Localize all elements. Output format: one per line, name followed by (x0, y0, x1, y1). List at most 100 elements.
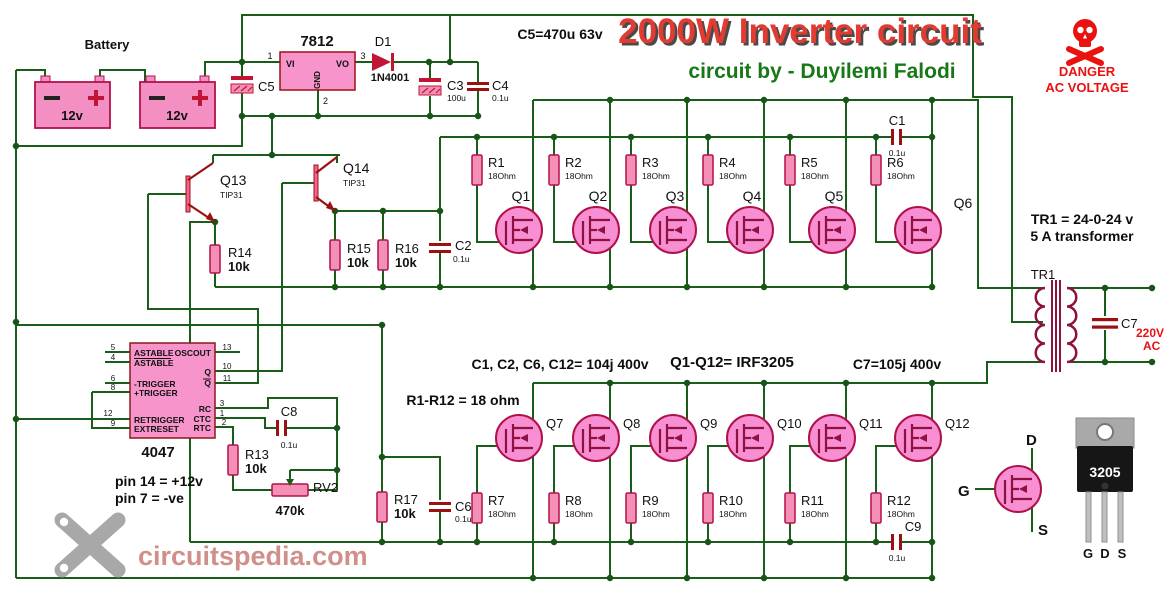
ic-pin-number: 5 (111, 343, 116, 352)
package-marking: 3205 (1089, 464, 1120, 480)
output-ac: AC (1143, 339, 1161, 353)
cap-c4: C4 0.1u (467, 78, 509, 103)
battery1-voltage: 12v (61, 108, 83, 123)
ic-pin-label: Q (204, 367, 211, 377)
cap-c9-value: 0.1u (889, 553, 906, 563)
transistor-q13: Q13 TIP31 (185, 162, 247, 223)
resistor-r8 (548, 492, 560, 524)
diode-d1: D1 1N4001 (371, 34, 410, 84)
ic-pin-number: 11 (223, 374, 232, 383)
cap-c8-label: C8 (281, 404, 298, 419)
ic-pin-label: EXTRESET (134, 424, 180, 434)
cap-c4-label: C4 (492, 78, 509, 93)
page-subtitle: circuit by - Duyilemi Falodi (688, 60, 955, 83)
regulator-pin3-number: 3 (360, 51, 365, 61)
cap-c1-value: 0.1u (889, 148, 906, 158)
note-tr1-line1: TR1 = 24-0-24 v (1031, 211, 1134, 227)
cap-c8-value: 0.1u (281, 440, 298, 450)
cap-c3-label: C3 (447, 78, 464, 93)
resistor-r1 (471, 154, 483, 186)
mosfet-label: Q8 (623, 416, 640, 431)
mosfet-label: Q4 (743, 188, 762, 204)
minus-terminal-icon (44, 96, 60, 100)
ic-pin-label: ASTABLE (134, 358, 174, 368)
cap-c6-value: 0.1u (455, 514, 472, 524)
ic-pin-label: OSCOUT (175, 348, 212, 358)
r15-value: 10k (347, 255, 369, 270)
ic-pin-number: 12 (104, 409, 113, 418)
mosfet-label: Q3 (666, 188, 685, 204)
cap-c2: C2 0.1u (429, 238, 472, 264)
potentiometer-rv2: RV2 470k (271, 479, 338, 518)
res-ref: R8 (565, 493, 582, 508)
r17-ref: R17 (394, 492, 418, 507)
q13-ref: Q13 (220, 172, 247, 188)
junction-dots (12, 58, 1156, 582)
ic-part-label: 4047 (141, 444, 174, 461)
mosfet-arrows-bottom (520, 434, 927, 442)
r16-ref: R16 (395, 241, 419, 256)
pinout-gate-label: G (958, 483, 970, 500)
resistor-r9 (625, 492, 637, 524)
diode-part-label: 1N4001 (371, 72, 410, 84)
package-pin3-label: S (1118, 546, 1127, 561)
res-ref: R3 (642, 155, 659, 170)
res-val: 18Ohm (801, 171, 829, 181)
note-mosfets: Q1-Q12= IRF3205 (670, 354, 794, 371)
transformer-tr1: TR1 (1031, 267, 1078, 372)
cap-c7: C7 (1092, 316, 1138, 331)
cap-c8: C8 0.1u (276, 404, 298, 450)
cap-c6-label: C6 (455, 499, 472, 514)
res-val: 18Ohm (565, 171, 593, 181)
cap-c3-value: 100u (447, 93, 466, 103)
mosfet-bank-bottom: Q7 Q8 Q9 Q10 Q11 Q12 (495, 414, 970, 462)
ic-pin-number: 13 (223, 343, 232, 352)
battery-2 (139, 81, 216, 129)
cap-c5: C5 (230, 76, 275, 94)
r16-value: 10k (395, 255, 417, 270)
diode-ref-label: D1 (375, 34, 392, 49)
regulator-7812: 7812 VI VO GND 1 3 2 (267, 33, 365, 106)
res-val: 18Ohm (801, 509, 829, 519)
rv2-value: 470k (276, 503, 306, 518)
pinout-drain-label: D (1026, 432, 1037, 449)
cap-c2-value: 0.1u (453, 254, 470, 264)
regulator-gnd-pin: GND (313, 71, 322, 89)
page-title: 2000W Inverter circuit (618, 12, 982, 51)
ic-pin-label: +TRIGGER (134, 388, 178, 398)
package-pin2-label: D (1100, 546, 1109, 561)
gate-resistors-bottom: R7 18Ohm R8 18Ohm R9 18Ohm R10 18Ohm R11… (376, 491, 915, 524)
watermark-text: circuitspedia.com (138, 541, 368, 571)
ic-pin-number: 2 (222, 418, 227, 427)
res-ref: R11 (801, 493, 824, 508)
resistor-r7 (471, 492, 483, 524)
mosfet-label: Q12 (945, 416, 970, 431)
transistor-q14: Q14 TIP31 (313, 156, 370, 212)
q13-part: TIP31 (220, 190, 243, 200)
page-title-shadow: 2000W Inverter circuit (621, 15, 985, 54)
resistor-r11 (784, 492, 796, 524)
note-c7: C7=105j 400v (853, 356, 942, 372)
resistor-r13 (227, 444, 239, 476)
ic-pin-number: 6 (111, 374, 116, 383)
ic-pin-label: -TRIGGER (134, 379, 176, 389)
battery-label: Battery (85, 37, 131, 52)
cap-c2-label: C2 (455, 238, 472, 253)
resistor-r4 (702, 154, 714, 186)
r14-value: 10k (228, 259, 250, 274)
resistor-r17 (376, 491, 388, 523)
res-val: 18Ohm (488, 171, 516, 181)
res-ref: R1 (488, 155, 505, 170)
mosfet-bank-top: Q1 Q2 Q3 Q4 Q5 Q6 (495, 188, 973, 254)
resistor-r14 (209, 244, 221, 274)
regulator-part-label: 7812 (300, 33, 333, 50)
regulator-pin2-number: 2 (323, 96, 328, 106)
cap-c9: C9 0.1u (889, 519, 922, 563)
res-val: 18Ohm (887, 171, 915, 181)
mosfet-internals-top (504, 216, 932, 245)
r13-value: 10k (245, 461, 267, 476)
resistor-r5 (784, 154, 796, 186)
res-val: 18Ohm (642, 171, 670, 181)
to220-package: 3205 G D S (1075, 417, 1135, 561)
